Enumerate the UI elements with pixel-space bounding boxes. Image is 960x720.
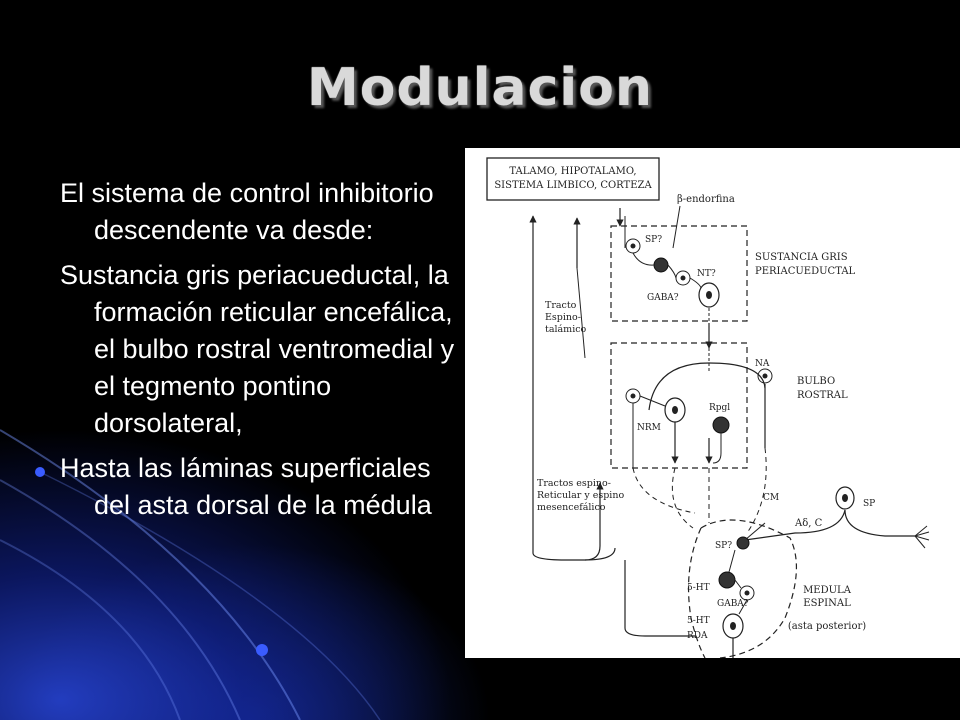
label-5ht-1: 5-HT: [687, 583, 710, 593]
spinal-neuron-1: [736, 536, 750, 550]
label-gaba-q2: GABA?: [717, 599, 749, 609]
tractos-label-3: mesencefálico: [537, 502, 606, 513]
body-text: El sistema de control inhibitorio descen…: [60, 175, 460, 532]
sp-ganglion-neuron: [835, 486, 855, 510]
label-nt-q: NT?: [697, 269, 716, 279]
pag-neuron-2: [653, 257, 669, 273]
label-gaba-q1: GABA?: [647, 293, 679, 303]
label-5ht-2: 5-HT: [687, 616, 710, 626]
pag-neuron-4: [698, 282, 720, 308]
label-sp: SP: [863, 499, 875, 509]
na-neuron: [757, 368, 773, 384]
label-ad-c: Aδ, C: [794, 518, 823, 529]
tracto-label-2: Espino-: [545, 312, 581, 323]
label-na: NA: [755, 359, 770, 369]
paragraph-1: El sistema de control inhibitorio descen…: [60, 178, 434, 245]
label-nrm: NRM: [637, 423, 661, 433]
pag-label-1: SUSTANCIA GRIS: [755, 252, 848, 263]
pag-region: [610, 225, 748, 322]
medula-label-1: MEDULA: [803, 585, 852, 596]
pag-label-2: PERIACUEDUCTAL: [755, 266, 856, 277]
top-box-line-2: SISTEMA LIMBICO, CORTEZA: [494, 180, 652, 191]
bulbo-label-2: ROSTRAL: [797, 390, 848, 401]
rpgl-neuron: [712, 416, 730, 434]
diagram-svg: TALAMO, HIPOTALAMO, SISTEMA LIMBICO, COR…: [486, 157, 930, 658]
label-sp-q1: SP?: [645, 235, 662, 245]
spinal-outline: [700, 519, 797, 658]
tracto-label-3: talámico: [545, 324, 587, 335]
modulation-diagram: TALAMO, HIPOTALAMO, SISTEMA LIMBICO, COR…: [465, 148, 960, 658]
label-cm: CM: [763, 493, 779, 503]
tracto-label-1: Tracto: [545, 300, 577, 311]
slide-title: Modulacion: [306, 58, 654, 118]
paragraph-3: Hasta las láminas superficiales del asta…: [60, 453, 432, 520]
paragraph-2: Sustancia gris periacueductal, la formac…: [60, 260, 455, 438]
medula-label-2: ESPINAL: [803, 598, 851, 609]
top-box-line-1: TALAMO, HIPOTALAMO,: [509, 166, 636, 177]
beta-endorfina-line: [672, 205, 681, 249]
spinal-neuron-2: [718, 571, 736, 589]
tractos-label-2: Reticular y espino: [537, 490, 624, 501]
tractos-label-1: Tractos espino-: [537, 478, 611, 489]
beta-endorfina-label: β-endorfina: [677, 194, 735, 205]
medula-label-3: (asta posterior): [788, 621, 866, 632]
label-rpgl: Rpgl: [709, 403, 730, 413]
bulbo-label-1: BULBO: [797, 376, 835, 387]
label-rda: RDA: [687, 631, 708, 641]
label-sp-q2: SP?: [715, 541, 732, 551]
cortex-box: [486, 157, 660, 201]
afferent-fiber: [844, 509, 915, 537]
